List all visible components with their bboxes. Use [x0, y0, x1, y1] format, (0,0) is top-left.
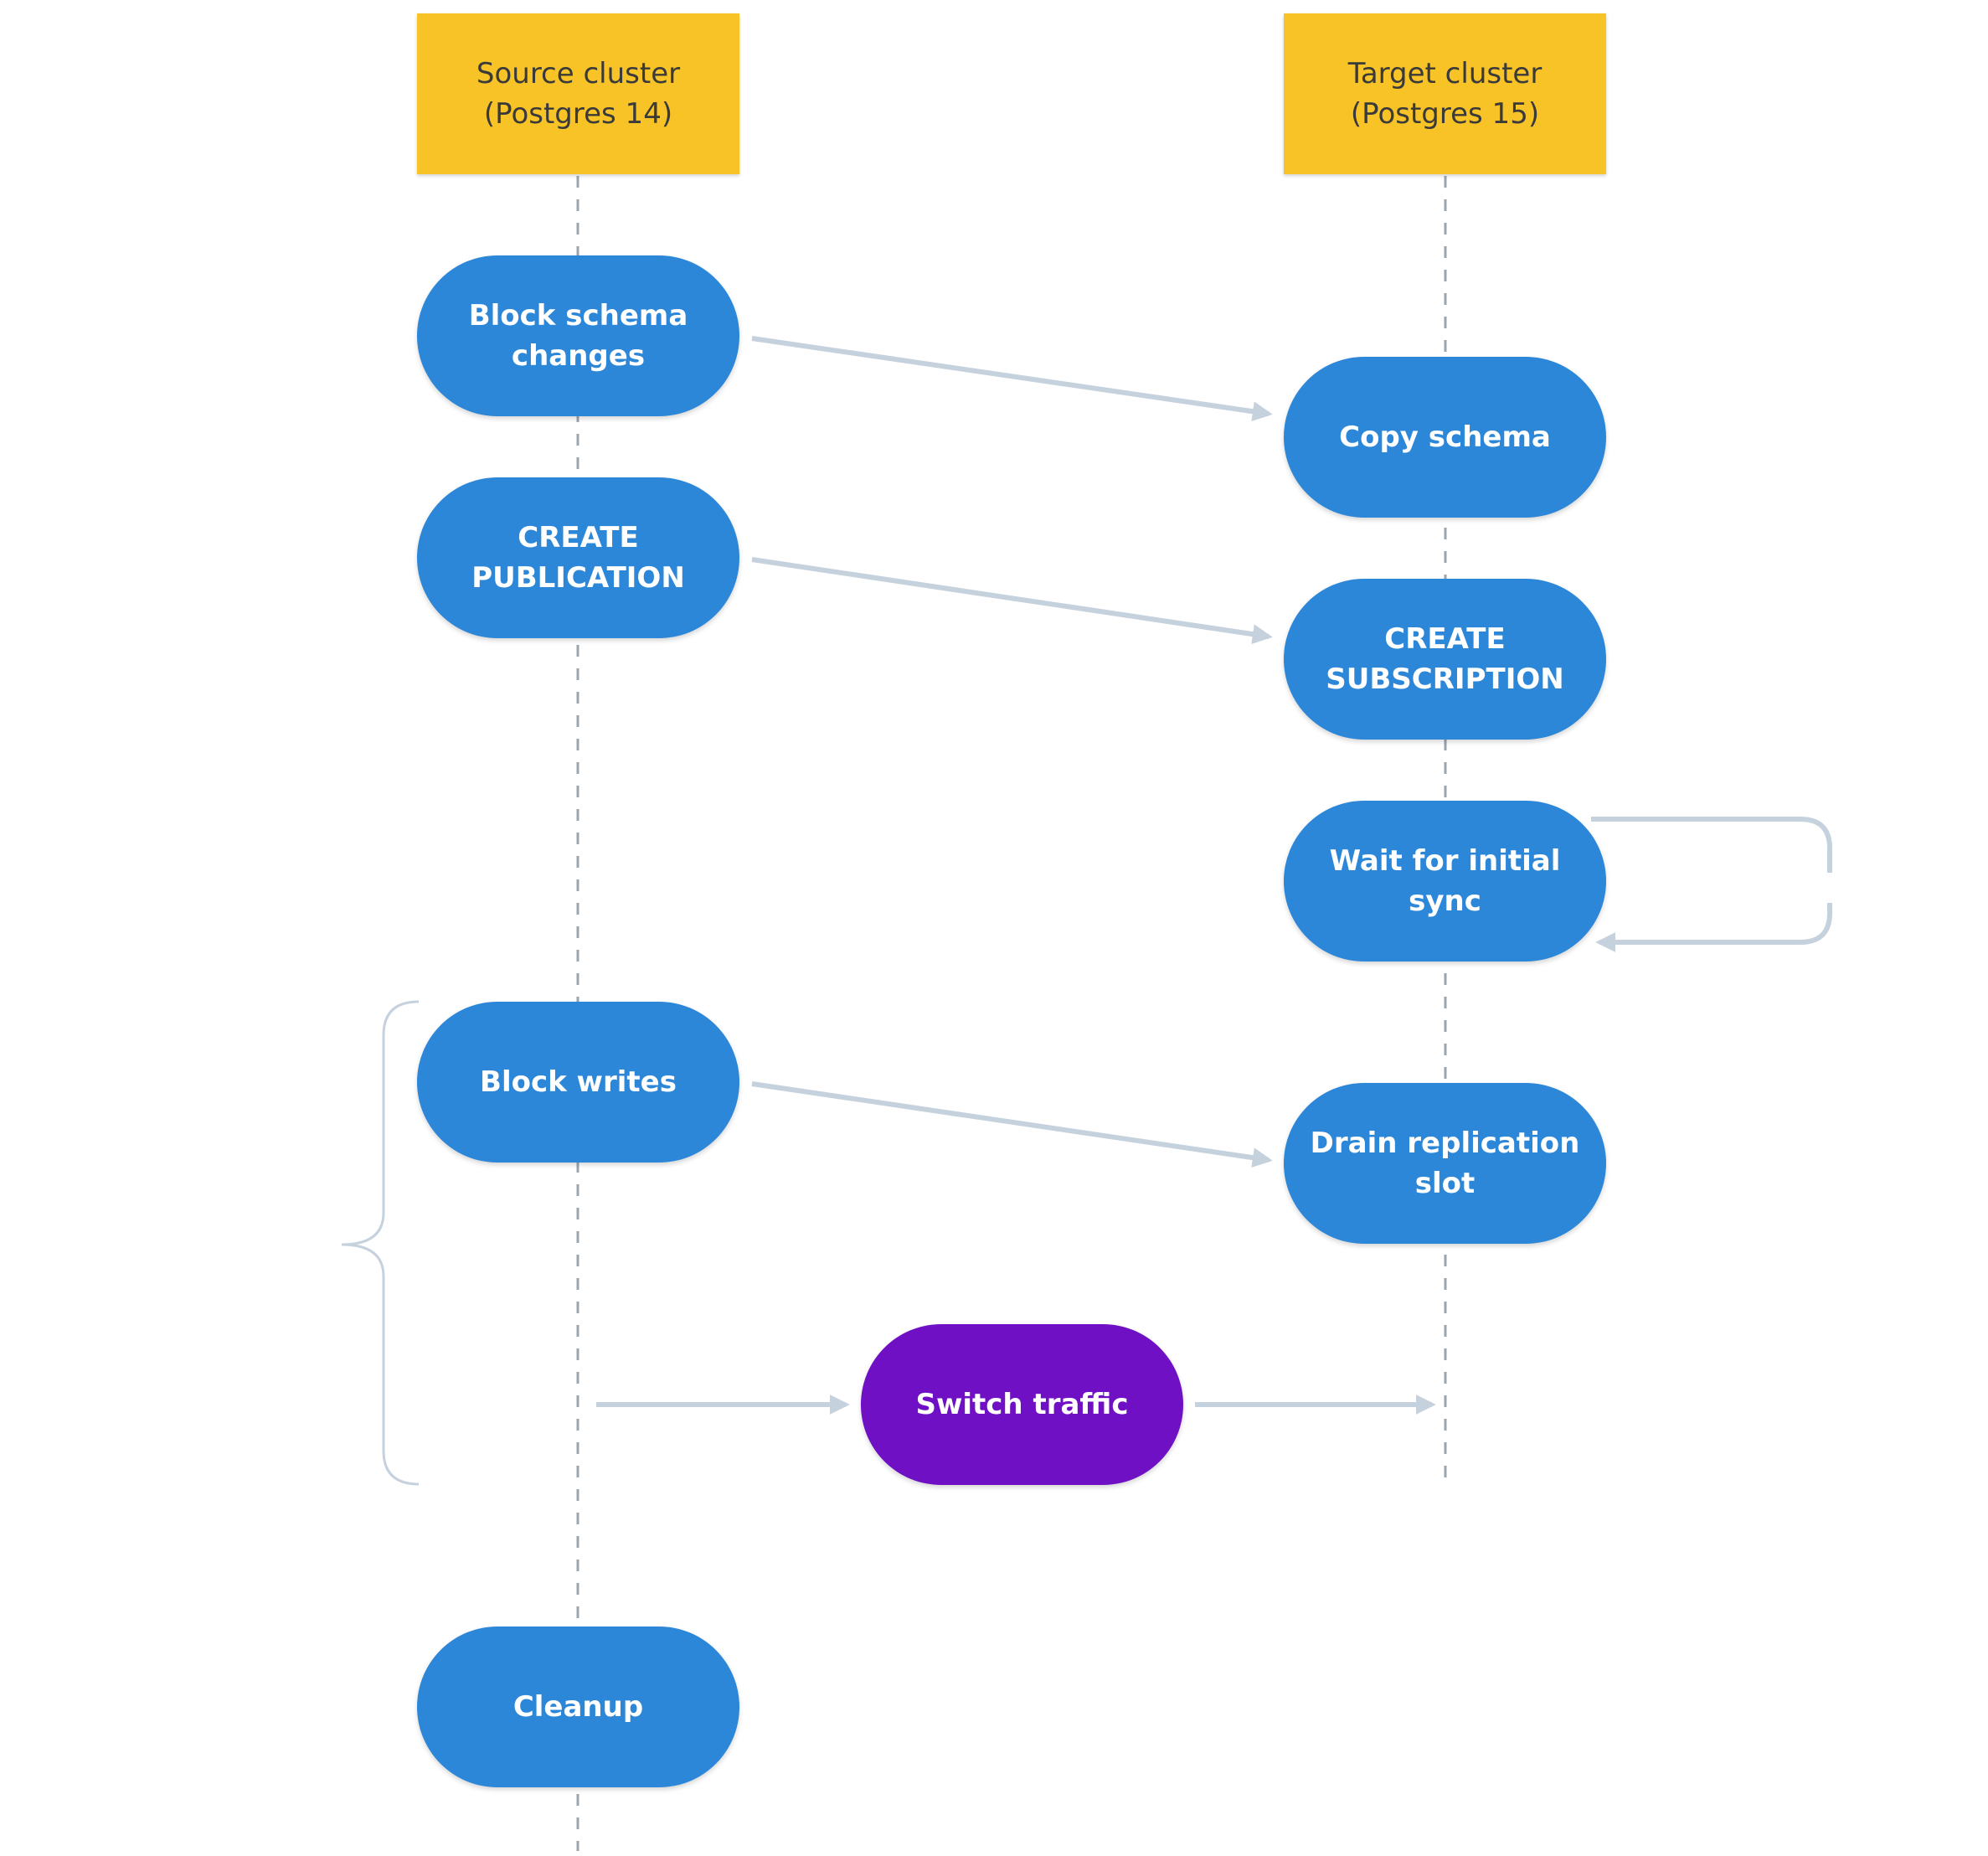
create-publication-step: CREATE PUBLICATION — [417, 477, 739, 638]
arrow-block-schema-to-copy-schema — [751, 336, 1273, 422]
downtime-label: downtime — [194, 1228, 327, 1260]
switch-traffic-step: Switch traffic — [861, 1324, 1183, 1485]
drain-replication-slot-step: Drain replication slot — [1284, 1083, 1606, 1244]
loop-label: check replication slots — [1683, 864, 1983, 896]
loop-arrow-wait-sync — [1591, 817, 1832, 942]
target-cluster-header: Target cluster (Postgres 15) — [1284, 13, 1606, 174]
block-writes-step: Block writes — [417, 1002, 739, 1163]
arrow-publication-to-subscription — [751, 557, 1273, 645]
cleanup-step: Cleanup — [417, 1627, 739, 1787]
create-subscription-step: CREATE SUBSCRIPTION — [1284, 579, 1606, 740]
downtime-brace — [341, 1000, 420, 1486]
source-cluster-header: Source cluster (Postgres 14) — [417, 13, 739, 174]
copy-schema-step: Copy schema — [1284, 357, 1606, 518]
wait-initial-sync-step: Wait for initial sync — [1284, 801, 1606, 962]
block-schema-changes-step: Block schema changes — [417, 255, 739, 416]
arrow-block-writes-to-drain-slot — [751, 1081, 1273, 1168]
